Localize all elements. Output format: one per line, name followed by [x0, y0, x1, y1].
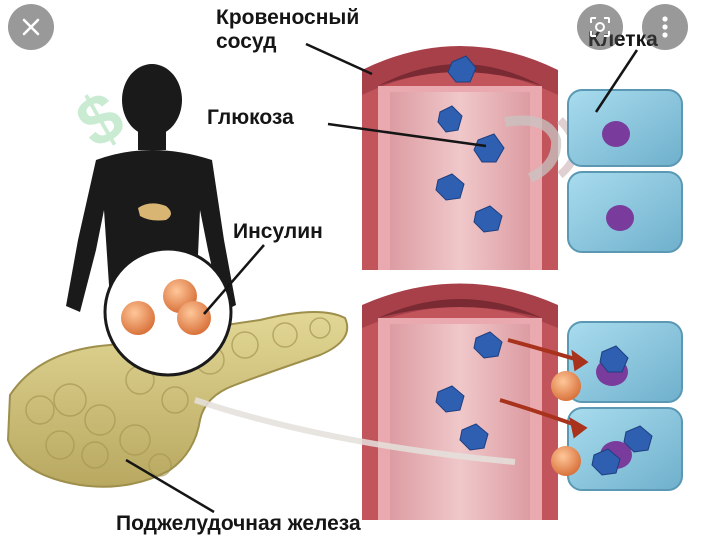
close-button[interactable] [8, 4, 54, 50]
glucose-molecules-top [435, 55, 505, 233]
lens-search-button[interactable] [577, 4, 623, 50]
glucose-molecules-bottom [435, 331, 653, 476]
cells-top [567, 89, 683, 253]
more-options-button[interactable] [642, 4, 688, 50]
label-vessel: Кровеносный сосуд [216, 6, 360, 53]
pancreas-to-vessel-arrow [194, 397, 516, 465]
lens-search-icon [590, 17, 610, 37]
label-insulin: Инсулин [233, 220, 323, 243]
label-pancreas: Поджелудочная железа [116, 512, 361, 535]
cells-bottom [567, 321, 683, 491]
insulin-molecules-bottom [551, 371, 581, 476]
transport-arrows [499, 338, 589, 439]
vessel-bottom [362, 283, 558, 520]
leader-lines [125, 42, 639, 514]
insulin-magnifier [103, 247, 233, 377]
more-vert-icon [662, 16, 668, 38]
close-icon [22, 18, 40, 36]
small-pancreas-icon [138, 203, 171, 221]
label-glucose: Глюкоза [207, 106, 294, 129]
